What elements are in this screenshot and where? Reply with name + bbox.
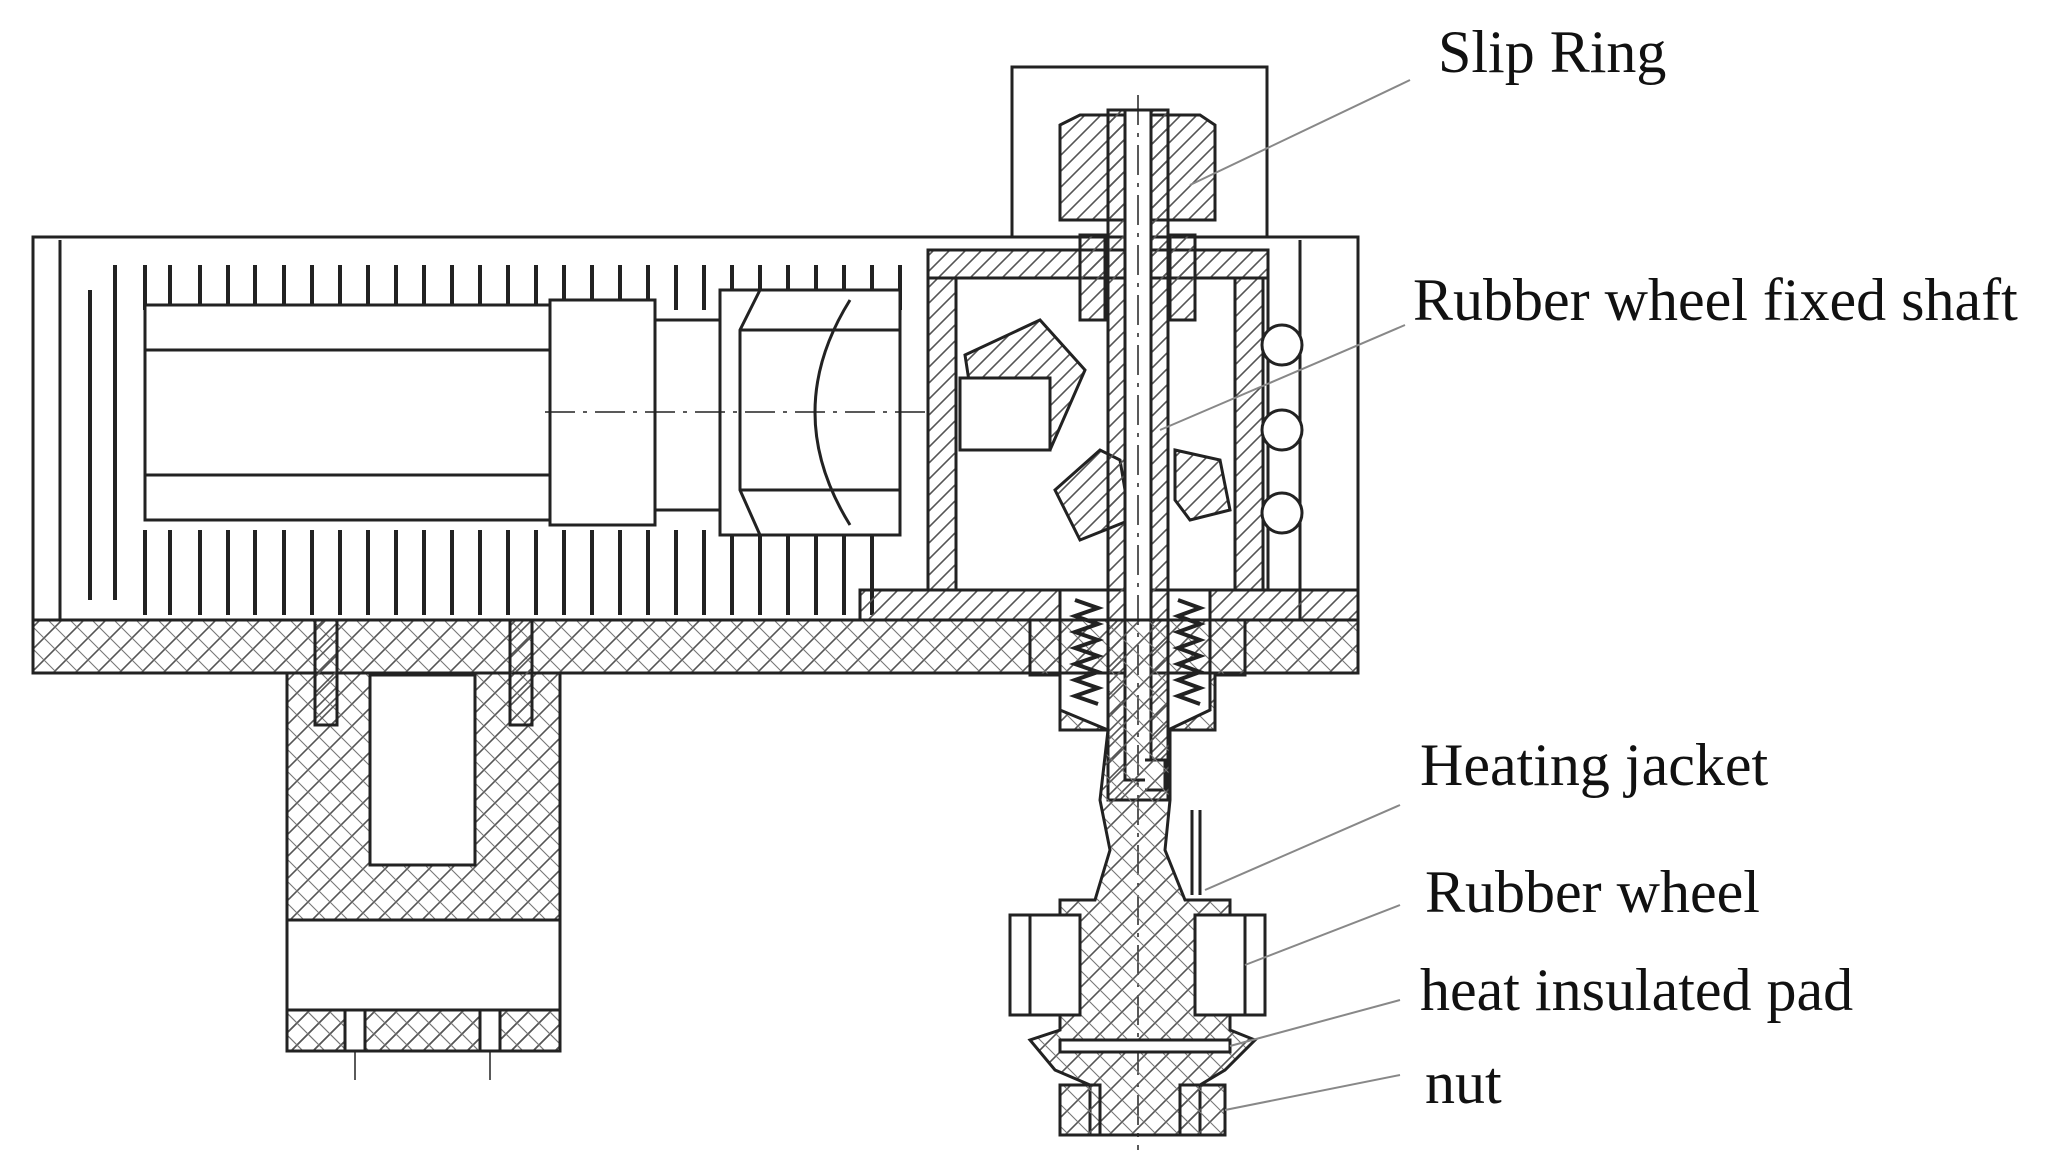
cooling-fins-bottom — [143, 530, 874, 615]
label-rubber-wheel: Rubber wheel — [1425, 859, 1760, 925]
leader-lines — [1159, 79, 1411, 1111]
heat-insulated-pad — [1058, 1038, 1232, 1054]
label-heating-jacket: Heating jacket — [1420, 732, 1769, 798]
nut — [1058, 1083, 1227, 1137]
label-nut: nut — [1425, 1050, 1502, 1116]
rubber-wheel-right — [1193, 913, 1267, 1017]
bevel-gear-right — [1173, 448, 1232, 522]
mount-bolts — [313, 618, 534, 727]
cooling-fins-top — [88, 265, 902, 600]
label-rubber-wheel-fixed-shaft: Rubber wheel fixed shaft — [1413, 267, 2018, 333]
springs — [1068, 598, 1206, 706]
label-slip-ring: Slip Ring — [1438, 19, 1667, 85]
label-heat-insulated-pad: heat insulated pad — [1420, 957, 1854, 1023]
lower-hub — [1027, 618, 1258, 1137]
bearing-balls — [1260, 323, 1304, 535]
rubber-wheel-left — [1008, 913, 1082, 1017]
